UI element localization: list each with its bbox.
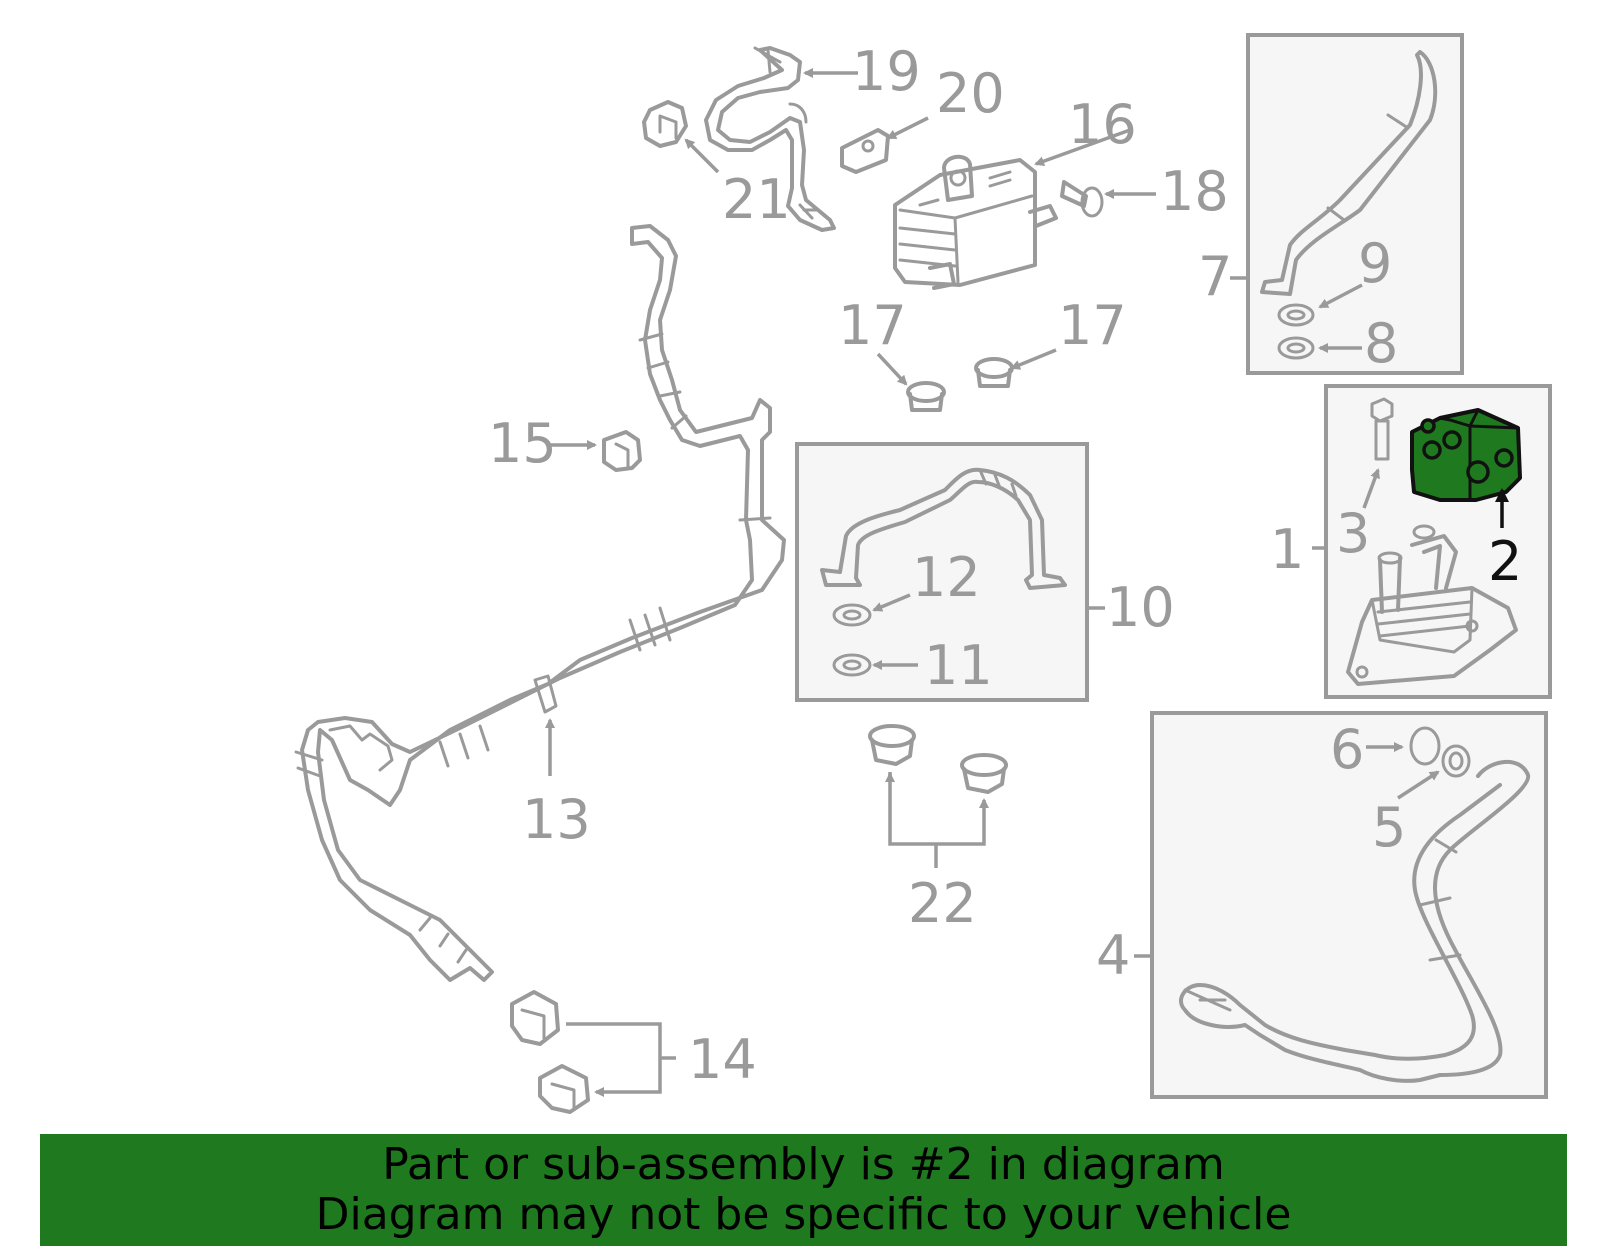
parts-16-18 (893, 128, 1156, 290)
callout-12: 12 (912, 546, 981, 609)
callout-14: 14 (688, 1028, 757, 1091)
banner-line-2: Diagram may not be specific to your vehi… (315, 1189, 1292, 1240)
box-parts-4-6 (1134, 711, 1548, 1099)
callout-3: 3 (1336, 502, 1370, 565)
part-13 (294, 224, 786, 982)
callout-18: 18 (1160, 160, 1229, 223)
callout-20: 20 (936, 62, 1005, 125)
callout-11: 11 (924, 634, 993, 697)
parts-17 (876, 348, 1057, 412)
callout-19: 19 (852, 40, 921, 103)
box-parts-7-9 (1230, 33, 1464, 375)
callout-10: 10 (1106, 576, 1175, 639)
callout-7: 7 (1198, 245, 1232, 308)
callout-15: 15 (488, 412, 557, 475)
parts-14 (510, 990, 676, 1114)
callout-16: 16 (1068, 93, 1137, 156)
callout-labels: 19 20 16 18 21 17 17 15 7 9 8 3 2 1 12 1… (488, 40, 1522, 1091)
callout-8: 8 (1364, 312, 1398, 375)
callout-5: 5 (1372, 796, 1406, 859)
callout-2: 2 (1488, 530, 1522, 593)
callout-17a: 17 (838, 294, 907, 357)
box-parts-10-12 (795, 442, 1105, 702)
box-parts-1-3 (1312, 384, 1552, 699)
callout-17b: 17 (1058, 294, 1127, 357)
part-2-highlighted (1410, 408, 1522, 502)
callout-21: 21 (722, 168, 791, 231)
callout-13: 13 (522, 788, 591, 851)
part-info-banner: Part or sub-assembly is #2 in diagram Di… (40, 1134, 1567, 1246)
callout-9: 9 (1358, 232, 1392, 295)
banner-line-1: Part or sub-assembly is #2 in diagram (382, 1139, 1225, 1190)
callout-22: 22 (908, 872, 977, 935)
part-15 (548, 430, 642, 472)
parts-22 (868, 724, 1008, 868)
callout-4: 4 (1096, 924, 1130, 987)
callout-6: 6 (1330, 718, 1364, 781)
parts-19-21 (642, 46, 929, 232)
callout-1: 1 (1270, 518, 1304, 581)
